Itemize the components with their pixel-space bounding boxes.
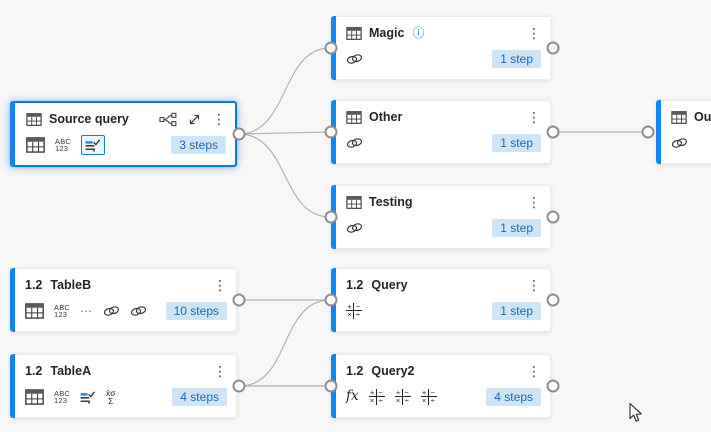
query-node-magic[interactable]: Magic ⓘ ⋮ 1 step xyxy=(331,16,551,80)
math-operation-step-icon[interactable]: +−×÷ xyxy=(420,388,437,405)
node-accent-bar xyxy=(10,101,15,167)
table-icon xyxy=(346,195,362,209)
link-step-icon[interactable] xyxy=(346,222,363,234)
query-node-query2[interactable]: 1.2 Query2 ⋮ fx +−×÷ +−×÷ +−×÷ 4 steps xyxy=(331,354,551,418)
node-accent-bar xyxy=(10,354,15,418)
number-type-icon: 1.2 xyxy=(25,364,43,378)
port-magic-output[interactable] xyxy=(546,41,560,55)
kebab-menu-icon[interactable]: ⋮ xyxy=(527,25,541,41)
node-title: Outp xyxy=(694,110,711,124)
node-accent-bar xyxy=(10,268,15,332)
port-query-output[interactable] xyxy=(546,293,560,307)
node-title: Query xyxy=(371,278,408,292)
steps-badge[interactable]: 4 steps xyxy=(172,388,227,406)
query-node-testing[interactable]: Testing ⋮ 1 step xyxy=(331,185,551,249)
edge-source-query-to-other xyxy=(238,131,331,135)
port-tablea-output[interactable] xyxy=(232,379,246,393)
steps-badge[interactable]: 1 step xyxy=(492,219,541,237)
expand-icon[interactable] xyxy=(188,113,201,126)
related-queries-icon[interactable] xyxy=(159,112,177,127)
edge-tablea-to-query xyxy=(239,299,331,387)
steps-badge[interactable]: 1 step xyxy=(492,134,541,152)
link-step-icon[interactable] xyxy=(103,305,120,317)
port-magic-input[interactable] xyxy=(324,41,338,55)
math-operation-step-icon[interactable]: +−×÷ xyxy=(346,302,362,319)
port-other-output[interactable] xyxy=(546,125,560,139)
more-steps-icon[interactable]: ⋯ xyxy=(80,304,94,318)
port-query2-output[interactable] xyxy=(546,379,560,393)
number-type-icon: 1.2 xyxy=(25,278,43,292)
node-title: Testing xyxy=(369,195,413,209)
node-title: Source query xyxy=(49,112,129,126)
port-source-query-output[interactable] xyxy=(232,127,246,141)
validated-step-icon[interactable] xyxy=(80,390,96,404)
steps-badge[interactable]: 10 steps xyxy=(165,302,227,320)
number-type-icon: 1.2 xyxy=(346,278,364,292)
validated-step-icon-selected[interactable] xyxy=(81,135,106,155)
kebab-menu-icon[interactable]: ⋮ xyxy=(527,363,541,379)
custom-function-step-icon[interactable]: fx xyxy=(346,388,359,405)
kebab-menu-icon[interactable]: ⋮ xyxy=(213,277,227,293)
kebab-menu-icon[interactable]: ⋮ xyxy=(527,109,541,125)
math-operation-step-icon[interactable]: +−×÷ xyxy=(368,388,385,405)
table-icon xyxy=(26,112,42,126)
math-operation-step-icon[interactable]: +−×÷ xyxy=(394,388,411,405)
port-other-input[interactable] xyxy=(324,125,338,139)
node-title: Query2 xyxy=(371,364,415,378)
kebab-menu-icon[interactable]: ⋮ xyxy=(527,194,541,210)
table-icon xyxy=(346,110,362,124)
edge-source-query-to-testing xyxy=(238,133,331,218)
steps-badge[interactable]: 1 step xyxy=(492,50,541,68)
node-title: Magic xyxy=(369,26,405,40)
port-output-input[interactable] xyxy=(641,125,655,139)
query-node-query[interactable]: 1.2 Query ⋮ +−×÷ 1 step xyxy=(331,268,551,332)
table-icon xyxy=(671,110,687,124)
mouse-cursor xyxy=(629,402,642,422)
node-title: TableB xyxy=(50,278,92,292)
node-accent-bar xyxy=(656,100,661,164)
steps-badge[interactable]: 3 steps xyxy=(171,136,226,154)
node-title: TableA xyxy=(50,364,92,378)
port-testing-input[interactable] xyxy=(324,210,338,224)
steps-badge[interactable]: 1 step xyxy=(492,302,541,320)
steps-badge[interactable]: 4 steps xyxy=(486,388,541,406)
kebab-menu-icon[interactable]: ⋮ xyxy=(213,363,227,379)
link-step-icon[interactable] xyxy=(130,305,147,317)
link-step-icon[interactable] xyxy=(346,137,363,149)
table-step-icon[interactable] xyxy=(25,303,44,319)
table-step-icon[interactable] xyxy=(26,137,45,153)
port-tableb-output[interactable] xyxy=(232,293,246,307)
link-step-icon[interactable] xyxy=(671,137,688,149)
port-query2-input[interactable] xyxy=(324,379,338,393)
link-step-icon[interactable] xyxy=(346,53,363,65)
info-icon[interactable]: ⓘ xyxy=(412,26,425,40)
port-testing-output[interactable] xyxy=(546,210,560,224)
node-title: Other xyxy=(369,110,403,124)
port-query-input[interactable] xyxy=(324,293,338,307)
table-step-icon[interactable] xyxy=(25,389,44,405)
table-icon xyxy=(346,26,362,40)
number-type-icon: 1.2 xyxy=(346,364,364,378)
kebab-menu-icon[interactable]: ⋮ xyxy=(212,111,226,127)
query-node-other[interactable]: Other ⋮ 1 step xyxy=(331,100,551,164)
query-node-output[interactable]: Outp xyxy=(656,100,711,164)
edge-source-query-to-magic xyxy=(238,47,331,135)
kebab-menu-icon[interactable]: ⋮ xyxy=(527,277,541,293)
